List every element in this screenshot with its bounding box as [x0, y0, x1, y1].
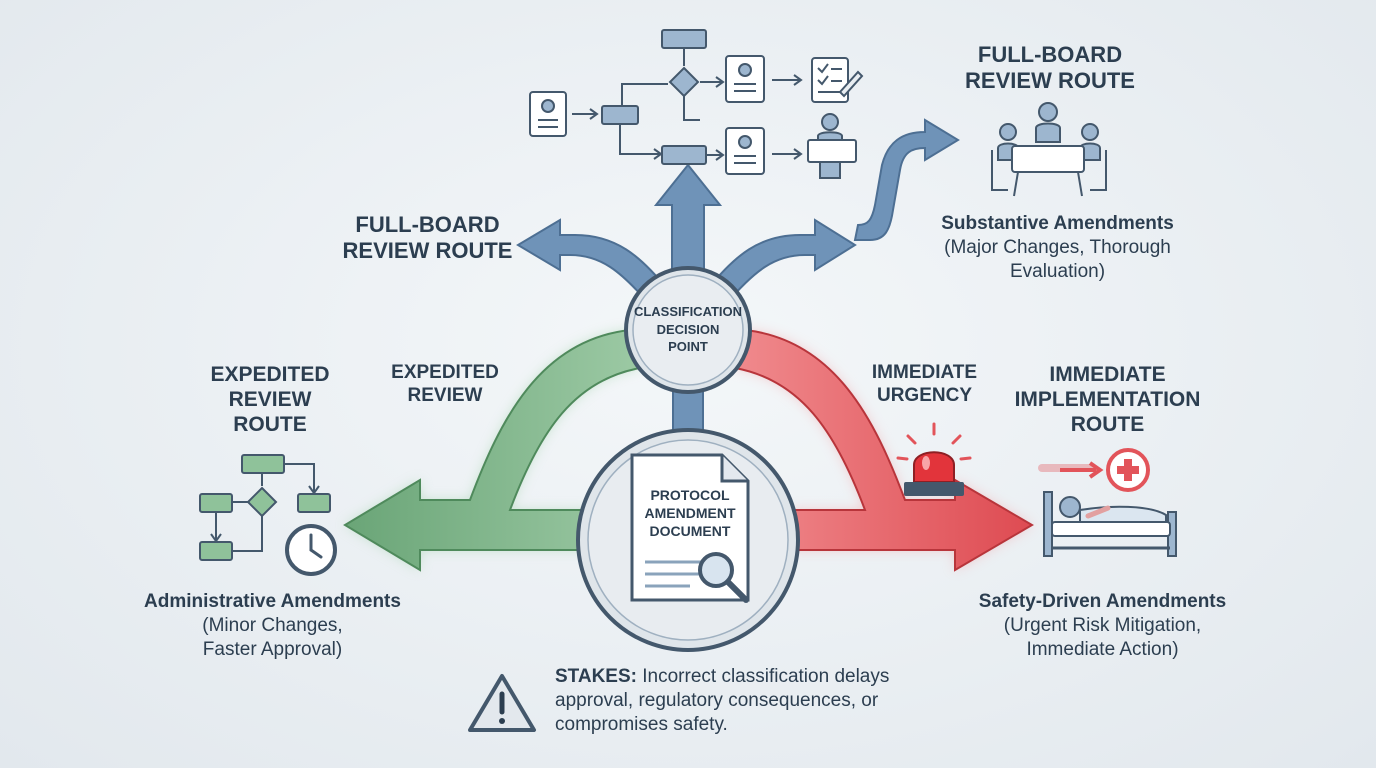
immediate-route-label: IMMEDIATE IMPLEMENTATION ROUTE — [1014, 363, 1201, 437]
alarm-icon — [896, 422, 972, 496]
immediate-urgency-label: IMMEDIATE URGENCY — [871, 362, 978, 406]
workflow-icon — [529, 29, 864, 179]
warning-icon — [468, 674, 536, 732]
red-arrow-immediate — [733, 328, 1034, 572]
stakes-note: STAKES: Incorrect classification delays … — [555, 665, 935, 736]
substantive-desc: (Major Changes, Thorough Evaluation) — [944, 236, 1171, 282]
blue-arrow-right — [705, 218, 857, 307]
stakes-text: Incorrect classification delays approval… — [555, 666, 890, 735]
administrative-title: Administrative Amendments — [144, 591, 401, 612]
expedited-route-label: EXPEDITED REVIEW ROUTE — [210, 363, 330, 437]
administrative-amendments-caption: Administrative Amendments (Minor Changes… — [125, 590, 420, 661]
blue-arrow-top-right — [853, 118, 960, 241]
expedited-workflow-icon — [199, 454, 331, 561]
safety-title: Safety-Driven Amendments — [978, 591, 1227, 612]
blue-arrow-left — [516, 218, 670, 307]
expedited-review-label: EXPEDITED REVIEW — [391, 362, 499, 406]
clock-icon — [285, 524, 337, 576]
hospital-bed-icon — [1038, 448, 1177, 557]
administrative-desc: (Minor Changes, Faster Approval) — [202, 614, 343, 660]
top-right-route-label: FULL-BOARD REVIEW ROUTE — [965, 42, 1135, 94]
substantive-title: Substantive Amendments — [941, 213, 1174, 234]
stakes-heading: STAKES: — [555, 666, 637, 687]
substantive-amendments-caption: Substantive Amendments (Major Changes, T… — [920, 212, 1195, 283]
magnifier-icon — [698, 552, 749, 603]
decision-point-label: CLASSIFICATION DECISION POINT — [633, 304, 743, 355]
safety-desc: (Urgent Risk Mitigation, Immediate Actio… — [1003, 614, 1202, 660]
document-label: PROTOCOL AMENDMENT DOCUMENT — [644, 487, 736, 540]
green-arrow-expedited — [343, 328, 642, 572]
decision-point-circle — [624, 266, 752, 394]
document-circle — [576, 428, 800, 652]
left-full-board-label: FULL-BOARD REVIEW ROUTE — [342, 212, 513, 264]
safety-amendments-caption: Safety-Driven Amendments (Urgent Risk Mi… — [960, 590, 1245, 661]
meeting-icon — [991, 102, 1107, 197]
